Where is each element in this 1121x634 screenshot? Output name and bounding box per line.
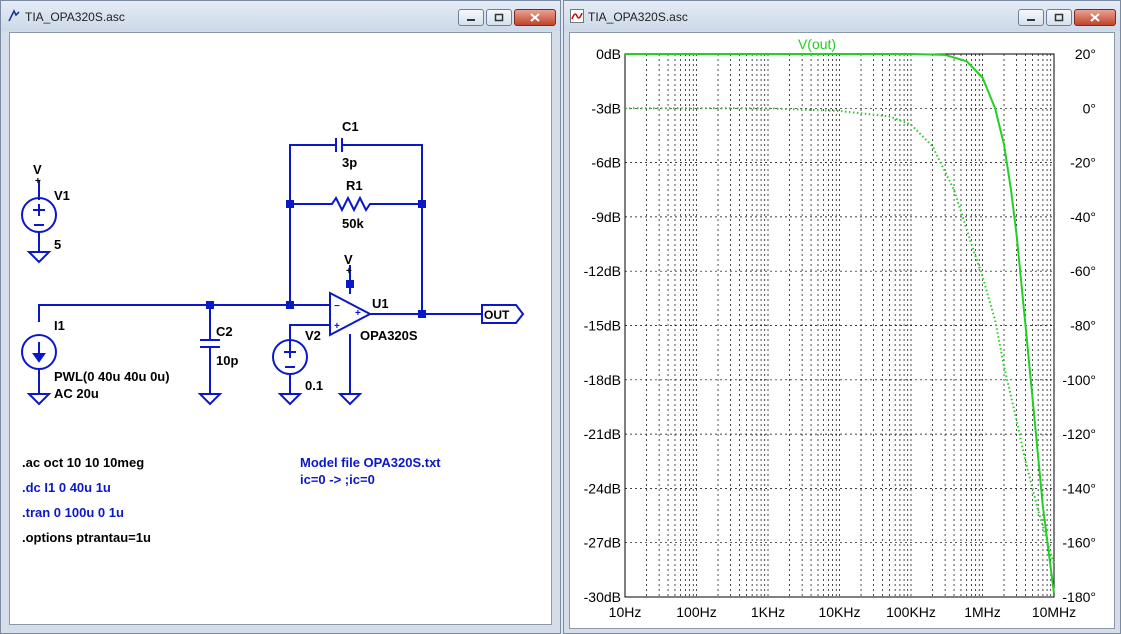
plot-window-title: TIA_OPA320S.asc (588, 10, 688, 24)
u1-name: U1 (372, 296, 389, 311)
x-tick-label: 1MHz (964, 604, 1001, 620)
y-right-tick-label: -180° (1062, 589, 1096, 605)
plot-window: TIA_OPA320S.asc 10Hz 100Hz 1KHz 10KHz 100KHz… (563, 0, 1121, 634)
minimize-icon (1027, 18, 1035, 21)
r1-value: 50k (342, 216, 364, 231)
schematic-titlebar[interactable]: TIA_OPA320S.asc (1, 1, 560, 31)
x-tick-label: 1KHz (751, 604, 785, 620)
schematic-canvas[interactable]: − + + V + V + V1 5 C1 3p R1 50k I1 PWL(0… (9, 32, 552, 625)
minimize-icon (467, 18, 475, 21)
plot-minimize-button[interactable] (1018, 9, 1044, 26)
net-label-v-1: V (33, 162, 42, 177)
c2-name: C2 (216, 324, 233, 339)
directive-ac[interactable]: .ac oct 10 10 10meg (22, 455, 144, 470)
schematic-window-title: TIA_OPA320S.asc (25, 10, 125, 24)
plot-titlebar[interactable]: TIA_OPA320S.asc (564, 1, 1120, 31)
y-right-tick-label: -80° (1070, 318, 1096, 334)
bode-plot[interactable]: 10Hz 100Hz 1KHz 10KHz 100KHz 1MHz 10MHz 0dB -3dB… (570, 33, 1116, 632)
y-right-tick-label: -140° (1062, 480, 1096, 496)
opamp-minus-pin: − (334, 301, 340, 312)
y-right-tick-label: -120° (1062, 426, 1096, 442)
y-right-tick-label: 20° (1075, 46, 1096, 62)
opamp-plus-supply-pin: + (355, 308, 361, 319)
y-left-tick-label: -9dB (591, 209, 621, 225)
out-port-label: OUT (484, 308, 510, 322)
x-tick-label: 100Hz (676, 604, 716, 620)
y-right-tick-label: 0° (1083, 100, 1096, 116)
y-right-tick-label: -60° (1070, 263, 1096, 279)
trace-legend-label[interactable]: V(out) (798, 36, 836, 52)
restore-icon (494, 13, 504, 22)
net-label-v-2: V (344, 252, 353, 267)
schematic-window: TIA_OPA320S.asc (0, 0, 561, 634)
y-left-tick-label: -24dB (584, 480, 621, 496)
i1-value: PWL(0 40u 40u 0u) (54, 369, 170, 384)
comment-model-file[interactable]: Model file OPA320S.txt (300, 455, 441, 470)
trace-layer (625, 53, 1055, 594)
y-left-tick-label: -27dB (584, 535, 621, 551)
net-label-v-2-plus: + (346, 266, 352, 277)
y-left-tick-label: -6dB (591, 155, 621, 171)
restore-button[interactable] (486, 9, 512, 26)
axis-tick-labels: 10Hz 100Hz 1KHz 10KHz 100KHz 1MHz 10MHz 0dB -3dB… (584, 46, 1096, 620)
directive-tran[interactable]: .tran 0 100u 0 1u (22, 505, 124, 520)
y-right-tick-label: -40° (1070, 209, 1096, 225)
plot-canvas[interactable]: 10Hz 100Hz 1KHz 10KHz 100KHz 1MHz 10MHz 0dB -3dB… (569, 32, 1115, 629)
plot-grid (624, 53, 1054, 598)
c1-name: C1 (342, 119, 359, 134)
y-left-tick-label: -21dB (584, 426, 621, 442)
restore-icon (1054, 13, 1064, 22)
plot-restore-button[interactable] (1046, 9, 1072, 26)
close-icon (530, 13, 540, 22)
directive-dc[interactable]: .dc I1 0 40u 1u (22, 480, 111, 495)
schematic-drawing[interactable]: − + + V + V + V1 5 C1 3p R1 50k I1 PWL(0… (10, 33, 553, 626)
close-icon (1090, 13, 1100, 22)
y-right-tick-label: -160° (1062, 535, 1096, 551)
x-tick-label: 100KHz (886, 604, 936, 620)
v1-value: 5 (54, 237, 61, 252)
y-left-tick-label: -18dB (584, 372, 621, 388)
y-right-tick-label: -100° (1062, 372, 1096, 388)
comment-ic[interactable]: ic=0 -> ;ic=0 (300, 472, 375, 487)
r1-name: R1 (346, 178, 363, 193)
y-left-tick-label: -12dB (584, 263, 621, 279)
v2-name: V2 (305, 328, 321, 343)
x-tick-label: 10MHz (1032, 604, 1076, 620)
i1-ac: AC 20u (54, 386, 99, 401)
v1-name: V1 (54, 188, 70, 203)
plot-close-button[interactable] (1074, 9, 1116, 26)
y-right-tick-label: -20° (1070, 155, 1096, 171)
opamp-plus-pin: + (334, 321, 340, 332)
minimize-button[interactable] (458, 9, 484, 26)
close-button[interactable] (514, 9, 556, 26)
y-left-tick-label: -3dB (591, 100, 621, 116)
waveform-icon (570, 9, 584, 23)
x-tick-label: 10KHz (818, 604, 860, 620)
c1-value: 3p (342, 155, 357, 170)
y-left-tick-label: 0dB (596, 46, 621, 62)
net-label-v-1-plus: + (35, 176, 41, 187)
y-left-tick-label: -30dB (584, 589, 621, 605)
c2-value: 10p (216, 353, 238, 368)
v2-value: 0.1 (305, 378, 323, 393)
ltspice-schematic-icon (8, 9, 20, 22)
u1-model: OPA320S (360, 328, 418, 343)
directive-options[interactable]: .options ptrantau=1u (22, 530, 151, 545)
i1-name: I1 (54, 318, 65, 333)
x-tick-label: 10Hz (609, 604, 642, 620)
y-left-tick-label: -15dB (584, 318, 621, 334)
magnitude-trace (625, 53, 1055, 594)
